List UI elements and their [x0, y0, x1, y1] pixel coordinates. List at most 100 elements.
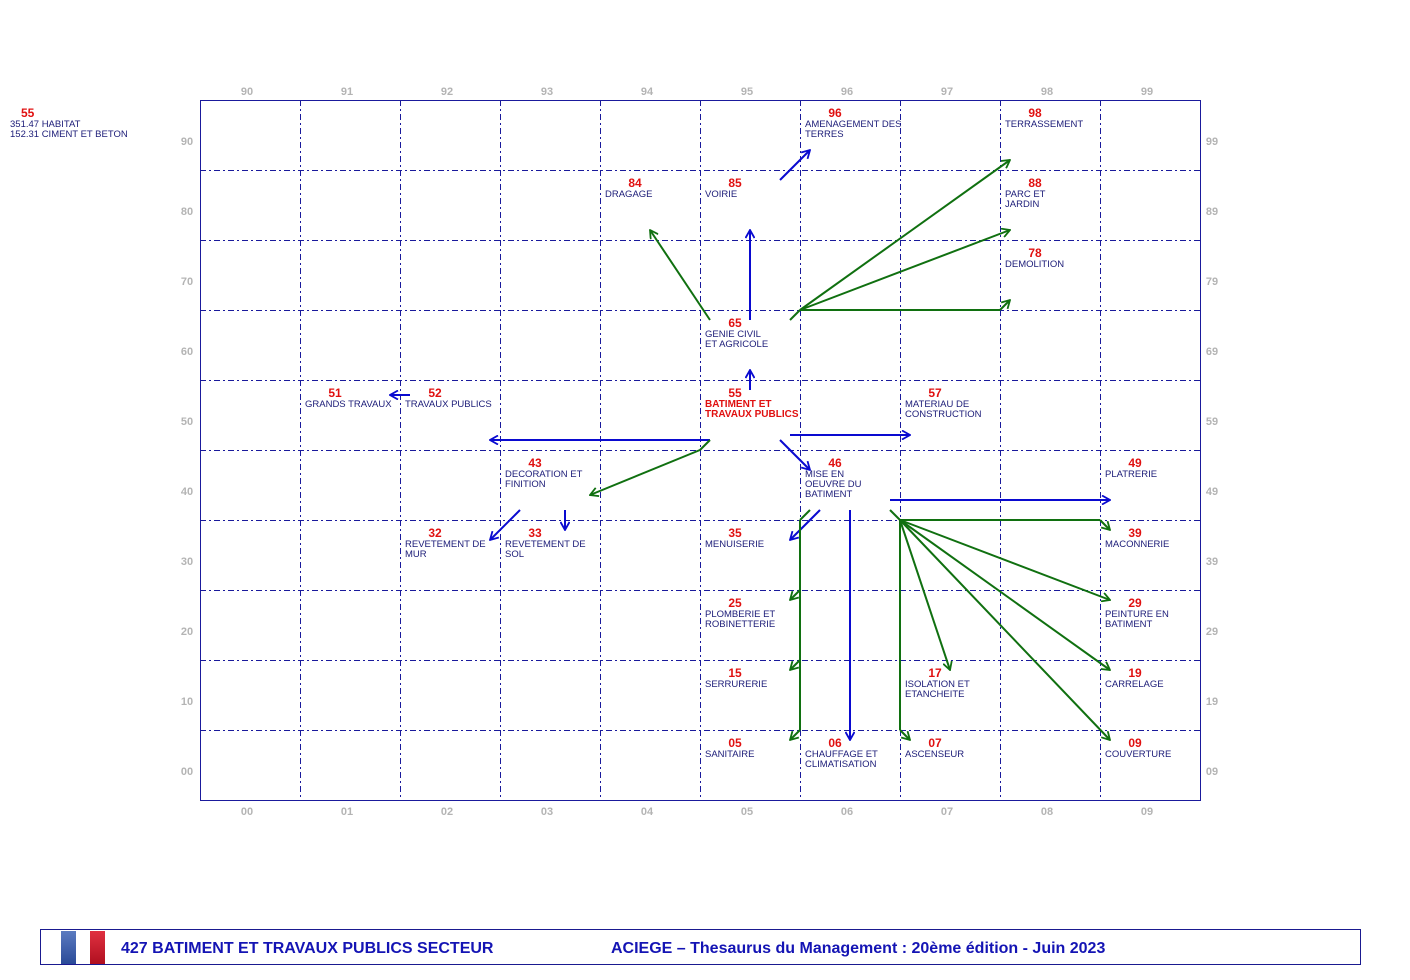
term-code[interactable]: 85: [728, 176, 742, 190]
term-label[interactable]: PLATRERIE: [1105, 470, 1157, 480]
left-axis-label: 20: [180, 626, 194, 638]
term-label-line: MENUISERIE: [705, 539, 765, 550]
top-axis-label: 97: [940, 86, 954, 98]
term-label-line: ET AGRICOLE: [705, 339, 769, 350]
term-label[interactable]: SANITAIRE: [705, 750, 754, 760]
top-axis-label: 99: [1140, 86, 1154, 98]
term-label-line: ETANCHEITE: [905, 689, 965, 700]
summary-line: 152.31 CIMENT ET BETON: [10, 129, 128, 140]
term-code[interactable]: 35: [728, 526, 742, 540]
term-code[interactable]: 51: [328, 386, 342, 400]
term-code[interactable]: 52: [428, 386, 442, 400]
broader-term-arrow: [779, 439, 810, 470]
narrower-term-arrow: [899, 519, 1110, 670]
term-code[interactable]: 07: [928, 736, 942, 750]
term-label-line: MATERIAU DE: [905, 399, 970, 410]
narrower-term-arrow: [790, 589, 801, 600]
bottom-axis-label: 05: [740, 806, 754, 818]
right-axis-label: 69: [1205, 346, 1219, 358]
term-code[interactable]: 05: [728, 736, 742, 750]
top-axis-label: 91: [340, 86, 354, 98]
narrower-term-line: [789, 309, 801, 321]
term-code[interactable]: 39: [1128, 526, 1142, 540]
term-label[interactable]: DEMOLITION: [1005, 260, 1064, 270]
term-code[interactable]: 15: [728, 666, 742, 680]
term-code[interactable]: 29: [1128, 596, 1142, 610]
term-code[interactable]: 19: [1128, 666, 1142, 680]
right-axis-label: 79: [1205, 276, 1219, 288]
top-axis-label: 95: [740, 86, 754, 98]
term-label-line: TERRASSEMENT: [1005, 119, 1084, 130]
term-label-line: PLATRERIE: [1105, 469, 1158, 480]
bottom-axis-label: 07: [940, 806, 954, 818]
term-code[interactable]: 43: [528, 456, 542, 470]
term-label-line: SERRURERIE: [705, 679, 768, 690]
term-label[interactable]: TRAVAUX PUBLICS: [405, 400, 492, 410]
left-axis-label: 90: [180, 136, 194, 148]
summary-panel: 55 351.47 HABITAT 152.31 CIMENT ET BETON: [10, 106, 128, 140]
term-code[interactable]: 49: [1128, 456, 1142, 470]
term-label[interactable]: SERRURERIE: [705, 680, 767, 690]
term-label-line: JARDIN: [1005, 199, 1040, 210]
term-code[interactable]: 55: [728, 386, 742, 400]
narrower-term-arrow: [899, 519, 950, 670]
term-label[interactable]: ASCENSEUR: [905, 750, 964, 760]
term-code[interactable]: 78: [1028, 246, 1042, 260]
term-label-line: TRAVAUX PUBLICS: [405, 399, 492, 410]
term-code[interactable]: 98: [1028, 106, 1042, 120]
term-label-line: MUR: [405, 549, 427, 560]
footer-title: 427 BATIMENT ET TRAVAUX PUBLICS SECTEUR: [121, 940, 494, 957]
term-label-line: SOL: [505, 549, 525, 560]
term-label-line: ISOLATION ET: [905, 679, 970, 690]
term-label-line: CONSTRUCTION: [905, 409, 982, 420]
term-label[interactable]: GRANDS TRAVAUX: [305, 400, 392, 410]
top-axis-label: 94: [640, 86, 654, 98]
term-label[interactable]: COUVERTURE: [1105, 750, 1171, 760]
term-label[interactable]: DRAGAGE: [605, 190, 653, 200]
term-label-line: PEINTURE EN: [1105, 609, 1169, 620]
term-label[interactable]: VOIRIE: [705, 190, 737, 200]
narrower-term-arrow: [799, 160, 1010, 311]
term-label-line: AMENAGEMENT DES: [805, 119, 902, 130]
term-label[interactable]: MACONNERIE: [1105, 540, 1169, 550]
term-label[interactable]: CARRELAGE: [1105, 680, 1164, 690]
term-code[interactable]: 32: [428, 526, 442, 540]
term-code[interactable]: 84: [628, 176, 642, 190]
right-axis-label: 19: [1205, 696, 1219, 708]
term-label[interactable]: TERRASSEMENT: [1005, 120, 1083, 130]
term-code[interactable]: 96: [828, 106, 842, 120]
term-code[interactable]: 17: [928, 666, 942, 680]
term-label[interactable]: MENUISERIE: [705, 540, 764, 550]
term-code[interactable]: 06: [828, 736, 842, 750]
term-code[interactable]: 57: [928, 386, 942, 400]
summary-line: 351.47 HABITAT: [10, 119, 81, 130]
footer-edition: ACIEGE – Thesaurus du Management : 20ème…: [611, 940, 1106, 957]
term-code[interactable]: 33: [528, 526, 542, 540]
term-code[interactable]: 09: [1128, 736, 1142, 750]
right-axis-label: 89: [1205, 206, 1219, 218]
left-axis-label: 30: [180, 556, 194, 568]
top-axis-label: 98: [1040, 86, 1054, 98]
right-axis-label: 49: [1205, 486, 1219, 498]
left-axis-label: 60: [180, 346, 194, 358]
term-code[interactable]: 65: [728, 316, 742, 330]
term-code[interactable]: 25: [728, 596, 742, 610]
left-axis-label: 80: [180, 206, 194, 218]
term-code[interactable]: 46: [828, 456, 842, 470]
bottom-axis-label: 08: [1040, 806, 1054, 818]
summary-code: 55: [21, 106, 35, 120]
term-code[interactable]: 88: [1028, 176, 1042, 190]
